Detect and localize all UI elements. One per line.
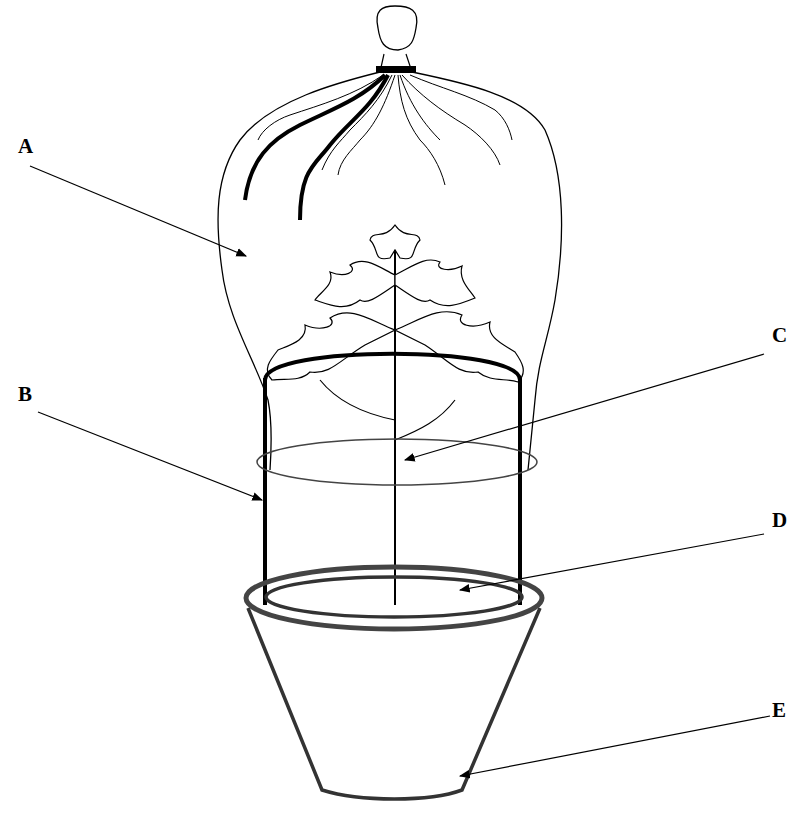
callout-letter: D (772, 510, 787, 531)
callout-letter: E (772, 700, 786, 721)
plant (267, 225, 523, 605)
bag-ties (245, 75, 512, 220)
plastic-bag (218, 72, 562, 470)
bag-tie (376, 66, 416, 73)
plant-pot (246, 567, 542, 799)
leader-lines (30, 166, 770, 776)
bag-knot (377, 6, 417, 50)
callout-letter: A (18, 136, 33, 157)
callout-letter: C (772, 325, 787, 346)
callout-letter: B (18, 384, 32, 405)
